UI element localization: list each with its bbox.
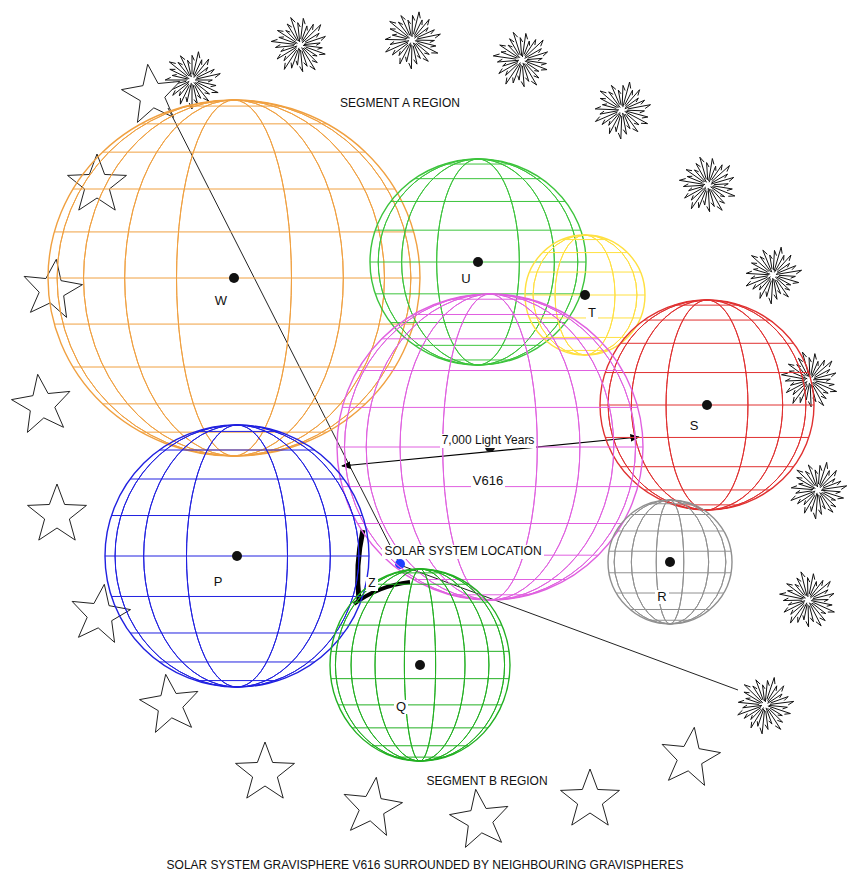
label-holder: SEGMENT B REGION — [424, 771, 549, 789]
caption-holder: SOLAR SYSTEM GRAVISPHERE V616 SURROUNDED… — [165, 855, 686, 873]
gravisphere: W — [46, 98, 422, 458]
sphere-label: S — [688, 419, 701, 434]
gravisphere: Q — [328, 567, 512, 763]
sphere-label-holder: Q — [394, 697, 408, 715]
segment-boundary-line — [168, 108, 738, 690]
sphere-label-holder: V616 — [471, 471, 505, 489]
label-holder: SEGMENT A REGION — [338, 93, 462, 111]
sphere-label: U — [459, 272, 472, 287]
sphere-label-holder: S — [688, 416, 701, 434]
gravisphere: S — [598, 298, 816, 512]
region-label: SEGMENT A REGION — [338, 97, 462, 111]
label-holder: Z — [366, 573, 377, 591]
sphere-label: W — [213, 294, 229, 309]
sphere-wireframe — [46, 98, 422, 458]
location-label: SOLAR SYSTEM LOCATION — [382, 545, 543, 559]
sphere-label-holder: W — [213, 291, 229, 309]
sphere-label: T — [586, 306, 598, 321]
star-symbols — [11, 64, 720, 847]
sphere-wireframe — [368, 157, 588, 367]
tree-symbols — [165, 12, 847, 734]
sphere-label: Q — [394, 700, 408, 715]
sphere-label-holder: P — [212, 572, 225, 590]
gravisphere: U — [368, 157, 588, 367]
sphere-wireframe — [606, 498, 734, 626]
label-holder: 7,000 Light Years — [440, 430, 537, 448]
sphere-wireframe — [598, 298, 816, 512]
region-label: SEGMENT B REGION — [424, 775, 549, 789]
sphere-wireframe — [328, 567, 512, 763]
sphere-label: V616 — [471, 474, 505, 489]
sphere-label-holder: R — [655, 587, 668, 605]
dimension-label: 7,000 Light Years — [440, 434, 537, 448]
callout-letter: Z — [366, 577, 377, 591]
sphere-label: R — [655, 590, 668, 605]
caption: SOLAR SYSTEM GRAVISPHERE V616 SURROUNDED… — [165, 859, 686, 873]
label-holder: SOLAR SYSTEM LOCATION — [382, 541, 543, 559]
sphere-label: P — [212, 575, 225, 590]
sphere-label-holder: T — [586, 303, 598, 321]
gravisphere: R — [606, 498, 734, 626]
sphere-label-holder: U — [459, 269, 472, 287]
